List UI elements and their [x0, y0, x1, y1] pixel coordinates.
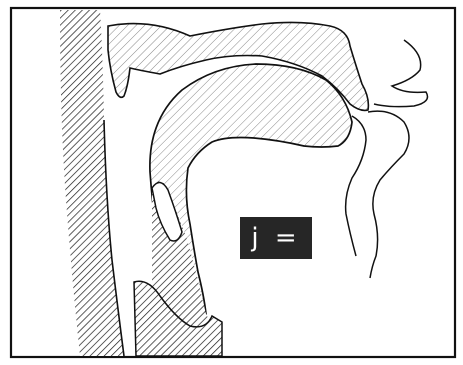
phoneme-label: j =	[240, 217, 312, 259]
lower-lip	[368, 111, 409, 278]
upper-lip	[374, 40, 428, 107]
jaw-outline	[346, 116, 366, 256]
